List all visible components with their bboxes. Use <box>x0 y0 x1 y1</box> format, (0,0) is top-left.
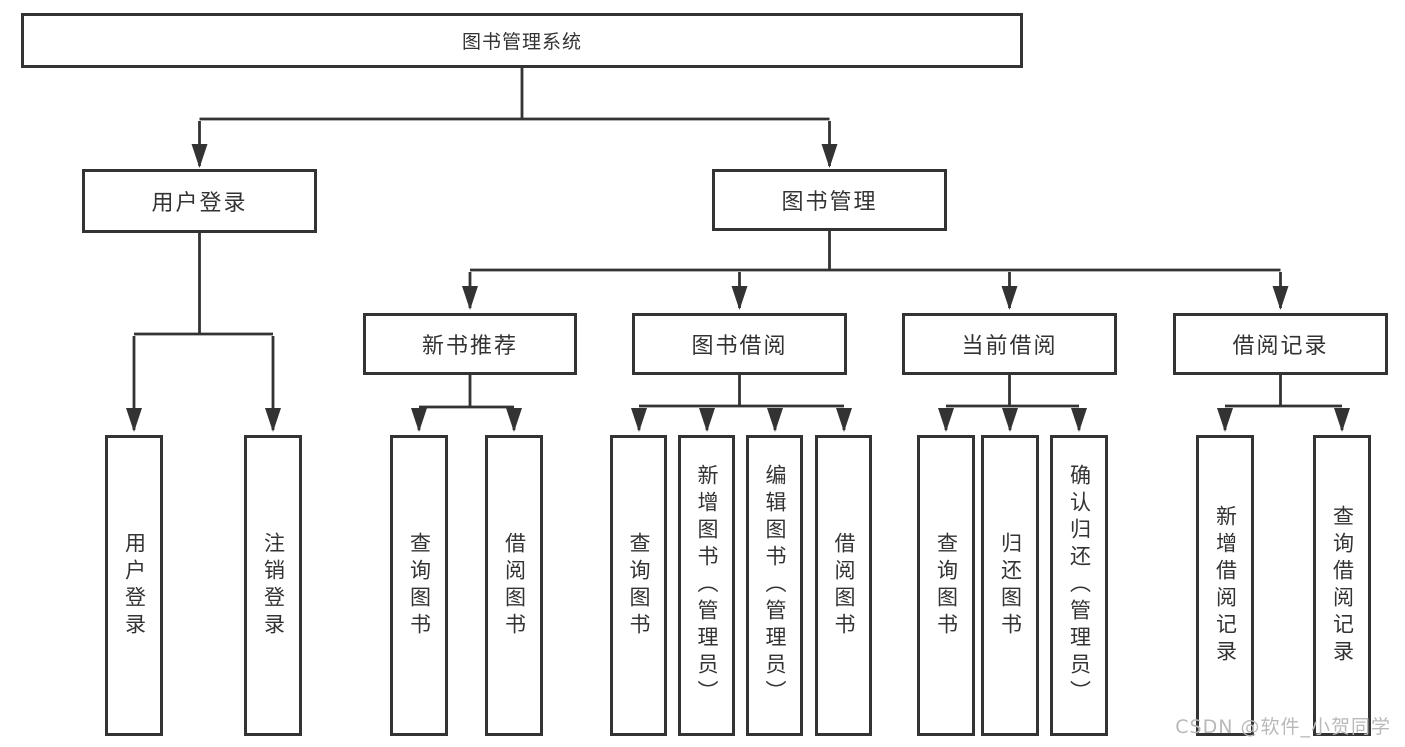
leaf-borrow-borrow-book-label: 借阅图书 <box>832 531 856 640</box>
csdn-watermark: CSDN @软件_小贺同学 <box>1175 716 1391 738</box>
leaf-borrow-edit-book-label: 编辑图书（管理员） <box>763 464 787 707</box>
leaf-rec-query-book: 查询图书 <box>390 435 448 736</box>
node-user-login-section-label: 用户登录 <box>151 191 248 216</box>
node-borrowing-records-label: 借阅记录 <box>1232 334 1329 359</box>
leaf-cur-query-book-label: 查询图书 <box>934 531 959 640</box>
leaf-borrow-query-book-label: 查询图书 <box>627 531 651 640</box>
leaf-borrow-query-book: 查询图书 <box>610 435 667 736</box>
leaf-borrow-edit-book: 编辑图书（管理员） <box>746 435 803 736</box>
leaf-cur-return-book-label: 归还图书 <box>998 531 1023 640</box>
node-new-book-recommend-label: 新书推荐 <box>421 334 518 359</box>
leaf-user-login: 用户登录 <box>105 435 163 736</box>
node-book-borrowing-label: 图书借阅 <box>691 334 788 359</box>
leaf-logout: 注销登录 <box>244 435 302 736</box>
leaf-rec-borrow-book: 借阅图书 <box>485 435 543 736</box>
leaf-user-login-label: 用户登录 <box>122 531 147 640</box>
node-book-management: 图书管理 <box>712 169 947 231</box>
leaf-cur-confirm-return-label: 确认归还（管理员） <box>1067 464 1092 707</box>
node-borrowing-records: 借阅记录 <box>1173 313 1388 375</box>
leaf-rec-query-book-label: 查询图书 <box>407 531 432 640</box>
node-book-borrowing: 图书借阅 <box>632 313 847 375</box>
leaf-logout-label: 注销登录 <box>261 531 286 640</box>
leaf-borrow-add-book: 新增图书（管理员） <box>678 435 735 736</box>
leaf-cur-return-book: 归还图书 <box>981 435 1039 736</box>
leaf-rec-borrow-book-label: 借阅图书 <box>502 531 527 640</box>
leaf-rec-add-record-label: 新增借阅记录 <box>1213 504 1238 667</box>
leaf-borrow-borrow-book: 借阅图书 <box>815 435 872 736</box>
leaf-cur-query-book: 查询图书 <box>917 435 975 736</box>
node-current-borrowing-label: 当前借阅 <box>961 334 1058 359</box>
leaf-rec-add-record: 新增借阅记录 <box>1196 435 1254 736</box>
node-new-book-recommend: 新书推荐 <box>363 313 577 375</box>
node-library-system-label: 图书管理系统 <box>461 31 582 53</box>
leaf-cur-confirm-return: 确认归还（管理员） <box>1050 435 1108 736</box>
node-current-borrowing: 当前借阅 <box>902 313 1117 375</box>
node-user-login-section: 用户登录 <box>82 169 317 233</box>
connector-trunk-lines <box>134 68 1342 409</box>
node-book-management-label: 图书管理 <box>781 190 878 215</box>
node-library-system: 图书管理系统 <box>21 13 1023 68</box>
leaf-borrow-add-book-label: 新增图书（管理员） <box>695 464 719 707</box>
leaf-rec-query-record: 查询借阅记录 <box>1313 435 1371 736</box>
leaf-rec-query-record-label: 查询借阅记录 <box>1330 504 1355 667</box>
